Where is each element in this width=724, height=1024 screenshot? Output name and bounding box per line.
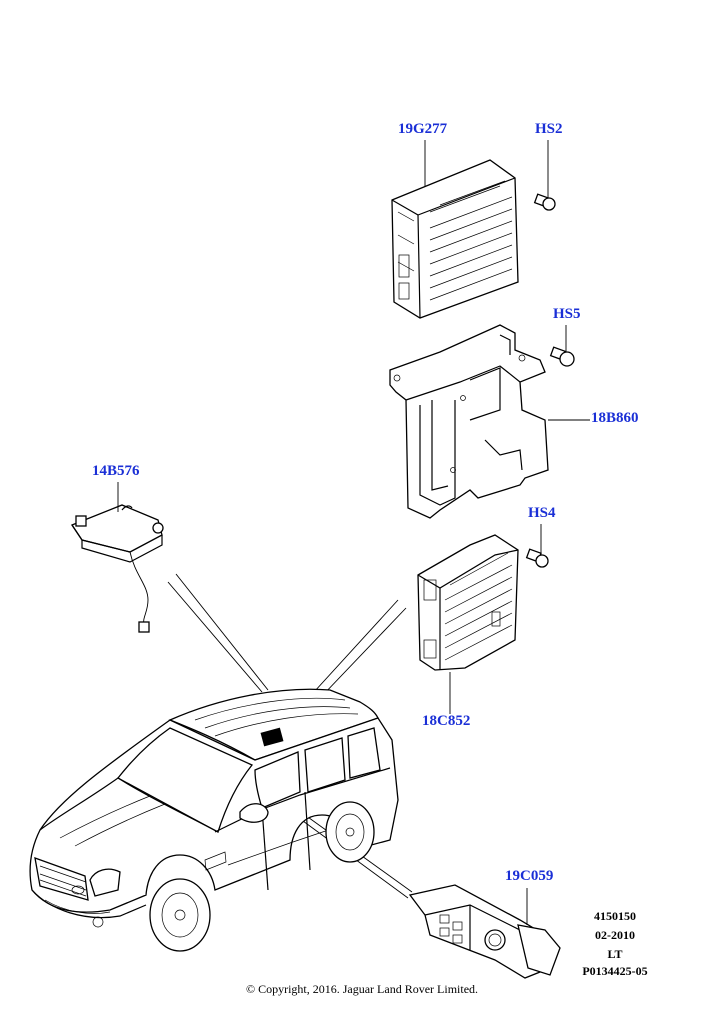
reference-illustration-id: P0134425-05 (582, 964, 648, 978)
copyright-notice: © Copyright, 2016. Jaguar Land Rover Lim… (245, 982, 479, 996)
callout-hs5[interactable]: HS5 (553, 306, 581, 322)
vehicle-outline (29, 688, 399, 952)
module-18c852 (417, 534, 519, 671)
bracket-18b860 (389, 324, 549, 519)
reference-model: LT (607, 947, 623, 961)
location-line-14b576-b (175, 573, 269, 691)
screw-hs2 (533, 140, 556, 211)
module-19g277 (391, 159, 519, 319)
callout-hs4[interactable]: HS4 (528, 505, 556, 521)
callout-hs2[interactable]: HS2 (535, 121, 563, 137)
location-line-14b576-a (167, 581, 263, 693)
screw-hs5 (549, 325, 575, 367)
reference-date: 02-2010 (595, 928, 635, 942)
callout-19g277[interactable]: 19G277 (398, 121, 448, 137)
screw-hs4 (525, 524, 549, 568)
module-19c059 (408, 884, 561, 979)
callout-18b860[interactable]: 18B860 (591, 410, 639, 426)
reference-number: 4150150 (594, 909, 636, 923)
callout-18c852[interactable]: 18C852 (422, 713, 471, 729)
callout-14b576[interactable]: 14B576 (92, 463, 140, 479)
callout-19c059[interactable]: 19C059 (505, 868, 554, 884)
module-14b576 (71, 504, 164, 633)
